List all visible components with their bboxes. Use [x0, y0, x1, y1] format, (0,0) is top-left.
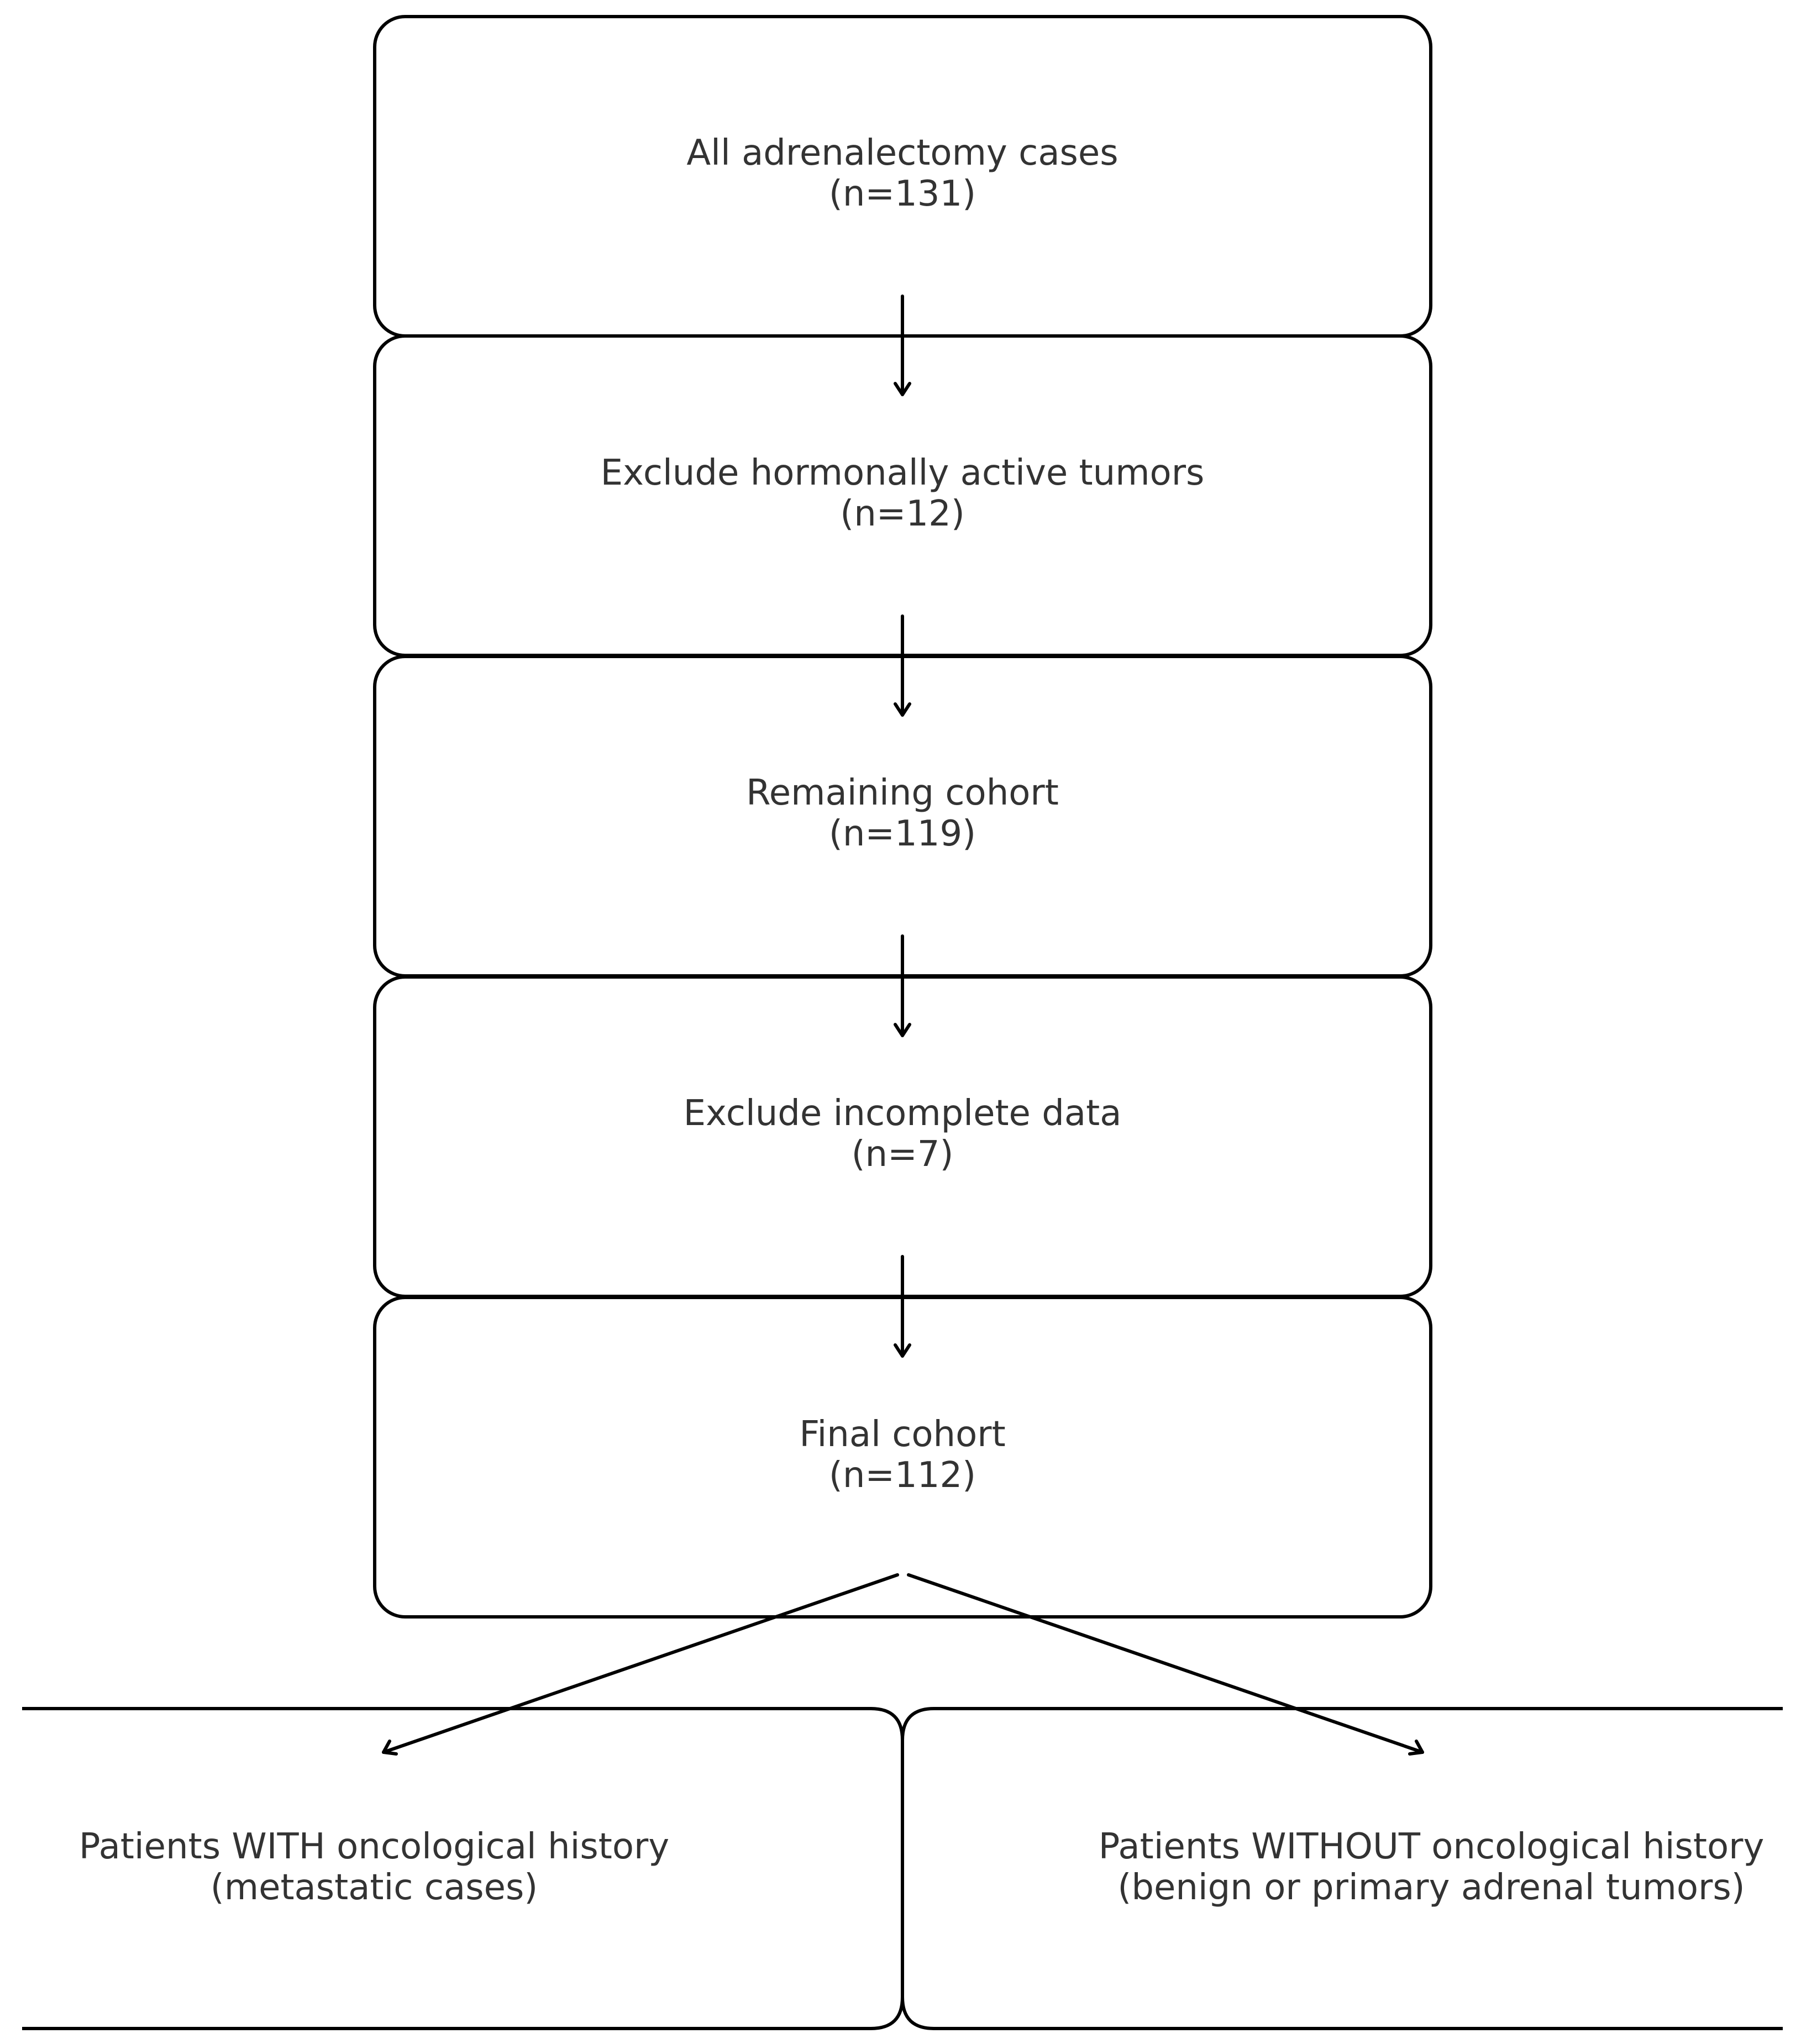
arrow-remaining-to-exclude-incomplete: [894, 934, 911, 1037]
node-exclude-hormonal-title: Exclude hormonally active tumors: [601, 453, 1205, 493]
node-remaining-cohort-title: Remaining cohort: [746, 773, 1059, 813]
node-final-cohort-count: (n=112): [829, 1455, 976, 1496]
arrow-exclude-hormonal-to-remaining: [894, 614, 911, 717]
arrow-final-to-with-history: [382, 1573, 899, 1756]
node-with-history-title: Patients WITH oncological history: [79, 1826, 669, 1867]
node-without-history: Patients WITHOUT oncological history (be…: [901, 1707, 1783, 2030]
node-exclude-hormonal: Exclude hormonally active tumors (n=12): [373, 334, 1432, 657]
arrow-exclude-incomplete-to-final: [894, 1255, 911, 1358]
node-all-cases-title: All adrenalectomy cases: [686, 133, 1118, 174]
node-without-history-title: Patients WITHOUT oncological history: [1099, 1826, 1765, 1867]
arrow-all-to-exclude-hormonal: [894, 295, 911, 396]
node-all-cases: All adrenalectomy cases (n=131): [373, 15, 1432, 338]
node-without-history-subtitle: (benign or primary adrenal tumors): [1117, 1867, 1745, 1908]
node-final-cohort-title: Final cohort: [799, 1414, 1005, 1455]
node-with-history: Patients WITH oncological history (metas…: [22, 1707, 904, 2030]
node-remaining-cohort-count: (n=119): [829, 813, 976, 854]
node-exclude-incomplete-count: (n=7): [852, 1134, 954, 1175]
node-without-history-box: [901, 1707, 1783, 2030]
node-with-history-subtitle: (metastatic cases): [211, 1867, 538, 1908]
node-exclude-incomplete-title: Exclude incomplete data: [684, 1093, 1122, 1134]
node-remaining-cohort: Remaining cohort (n=119): [373, 655, 1432, 978]
arrow-final-to-without-history: [907, 1573, 1424, 1756]
node-exclude-hormonal-count: (n=12): [840, 493, 965, 534]
node-exclude-incomplete: Exclude incomplete data (n=7): [373, 975, 1432, 1298]
node-all-cases-count: (n=131): [829, 174, 976, 214]
